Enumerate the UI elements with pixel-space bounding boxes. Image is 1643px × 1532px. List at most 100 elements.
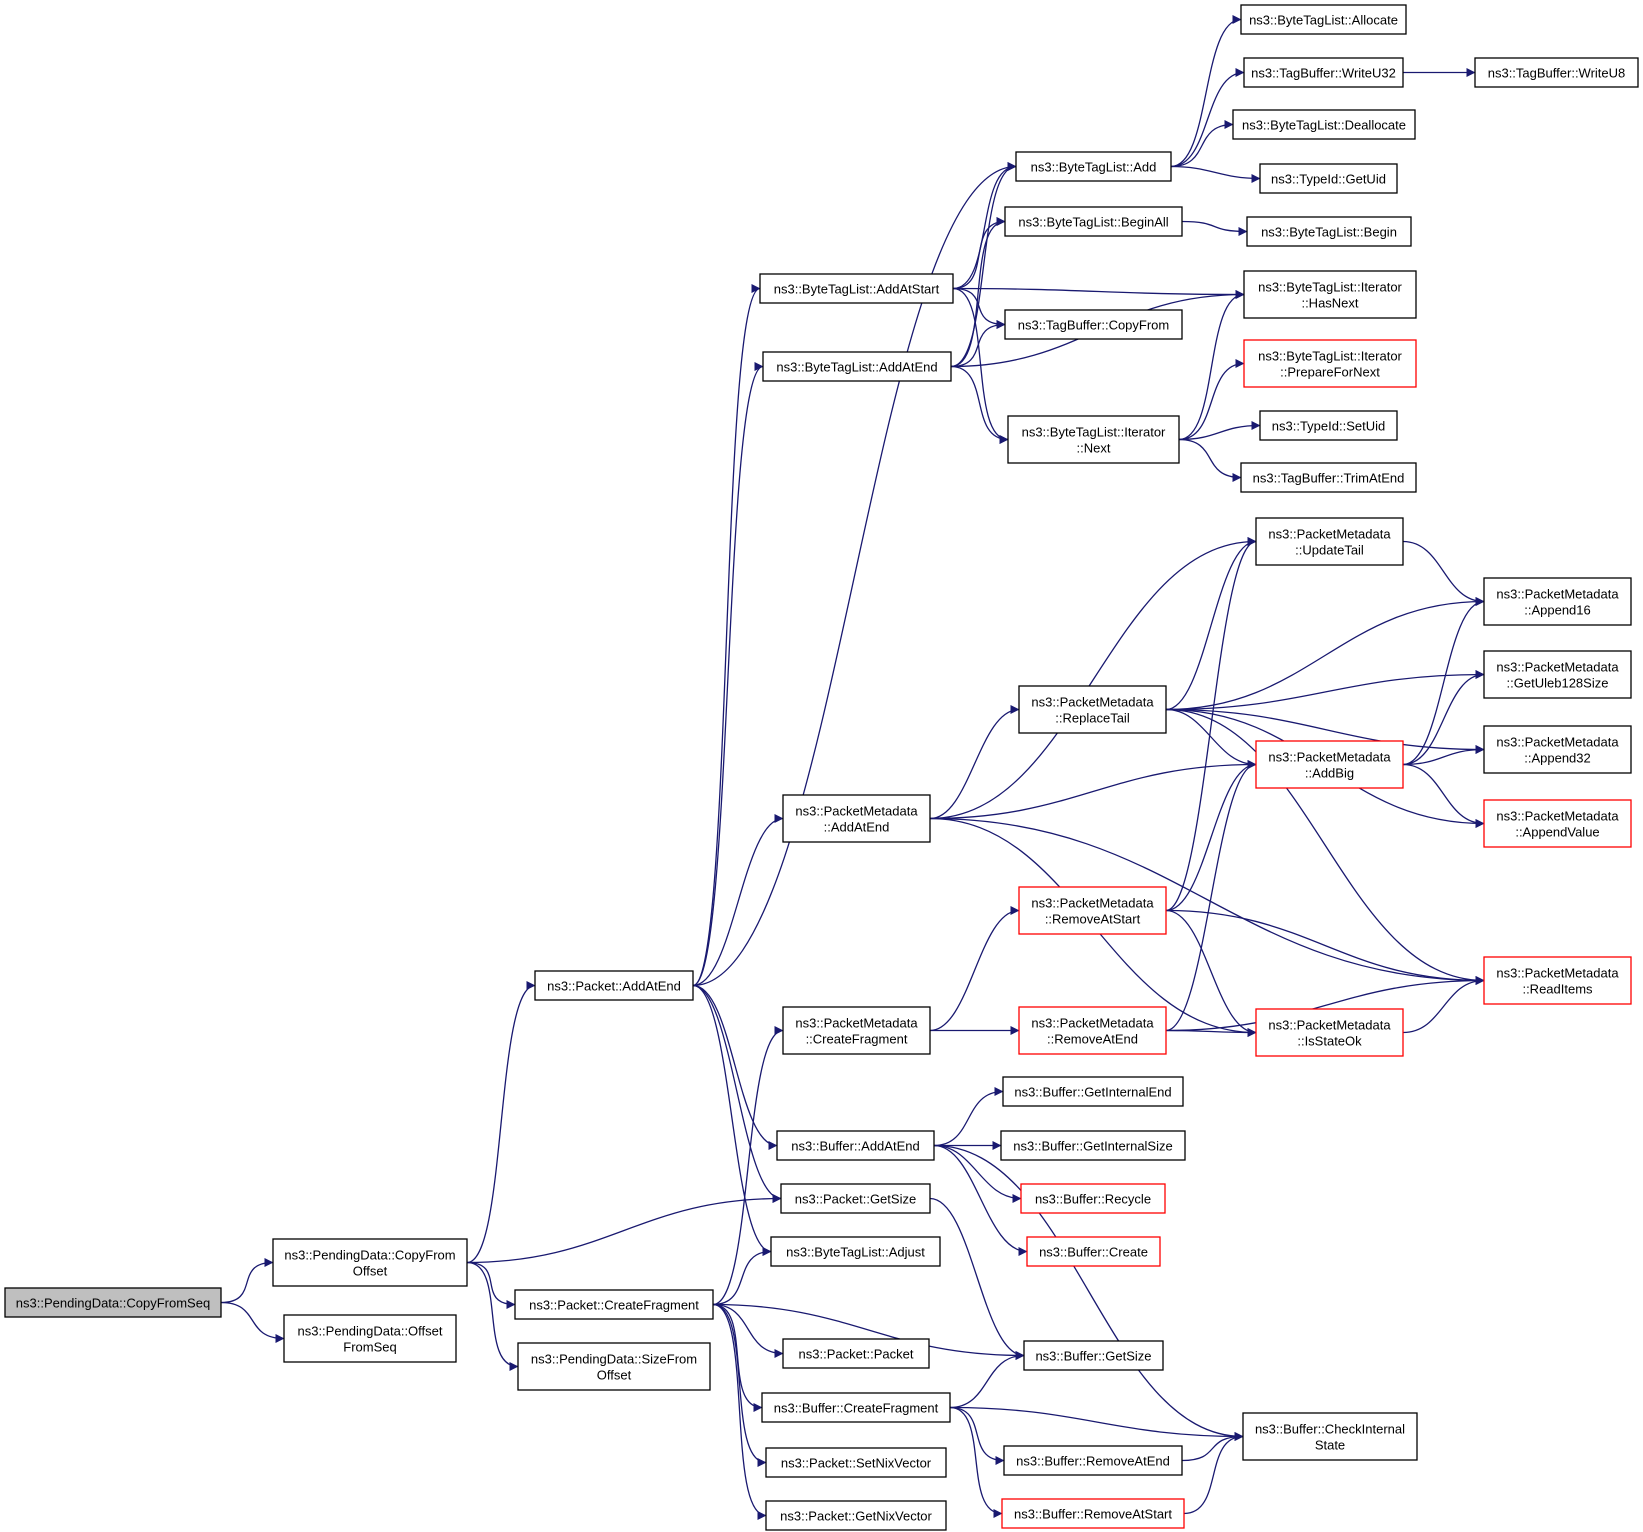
edge-copy-from-offset-to-pkt-get-size bbox=[466, 1194, 782, 1264]
node-label: ns3::PacketMetadata bbox=[1496, 809, 1619, 824]
node-btl-add-at-start[interactable]: ns3::ByteTagList::AddAtStart bbox=[759, 273, 954, 304]
node-label: ns3::PendingData::Offset bbox=[297, 1324, 442, 1339]
node-type-id-get-uid[interactable]: ns3::TypeId::GetUid bbox=[1259, 163, 1398, 194]
node-pm-update-tail[interactable]: ns3::PacketMetadata::UpdateTail bbox=[1255, 517, 1404, 566]
node-pm-read-items[interactable]: ns3::PacketMetadata::ReadItems bbox=[1483, 956, 1632, 1005]
node-label: ns3::Buffer::AddAtEnd bbox=[791, 1139, 919, 1154]
node-label: ns3::PacketMetadata bbox=[1268, 1018, 1391, 1033]
edge-pm-add-big-to-pm-append16 bbox=[1402, 597, 1485, 766]
edge-buf-add-at-end-to-buf-recycle bbox=[933, 1144, 1022, 1203]
node-tb-trim-at-end[interactable]: ns3::TagBuffer::TrimAtEnd bbox=[1240, 462, 1417, 493]
node-pkt-create-fragment[interactable]: ns3::Packet::CreateFragment bbox=[514, 1289, 714, 1320]
edge-pm-add-at-end-to-pm-add-big bbox=[929, 760, 1257, 820]
edge-btl-add-at-start-to-btl-begin-all bbox=[952, 217, 1006, 290]
node-btl-begin-all[interactable]: ns3::ByteTagList::BeginAll bbox=[1004, 206, 1183, 237]
node-type-id-set-uid[interactable]: ns3::TypeId::SetUid bbox=[1259, 410, 1398, 441]
node-label: ns3::Packet::SetNixVector bbox=[781, 1456, 932, 1471]
edge-pm-remove-at-end-to-pm-add-big bbox=[1165, 760, 1257, 1032]
edge-pm-remove-at-end-to-pm-read-items bbox=[1165, 976, 1485, 1032]
node-label: ns3::PacketMetadata bbox=[1496, 966, 1619, 981]
node-pm-is-state-ok[interactable]: ns3::PacketMetadata::IsStateOk bbox=[1255, 1008, 1404, 1057]
node-label: ns3::ByteTagList::Iterator bbox=[1258, 349, 1402, 364]
node-pkt-get-nix[interactable]: ns3::Packet::GetNixVector bbox=[765, 1500, 947, 1531]
edge-btl-iter-next-to-type-id-set-uid bbox=[1178, 421, 1261, 441]
node-buf-create[interactable]: ns3::Buffer::Create bbox=[1026, 1236, 1161, 1267]
node-label: ns3::TagBuffer::WriteU8 bbox=[1488, 66, 1626, 81]
node-label: ns3::PacketMetadata bbox=[1031, 896, 1154, 911]
edge-btl-add-at-end-to-btl-iter-next bbox=[950, 365, 1009, 444]
node-pm-append16[interactable]: ns3::PacketMetadata::Append16 bbox=[1483, 577, 1632, 626]
edge-pkt-add-at-end-to-buf-add-at-end bbox=[692, 984, 778, 1150]
node-label: ns3::ByteTagList::AddAtStart bbox=[774, 282, 940, 297]
node-pkt-add-at-end[interactable]: ns3::Packet::AddAtEnd bbox=[534, 970, 694, 1001]
node-pm-add-big[interactable]: ns3::PacketMetadata::AddBig bbox=[1255, 740, 1404, 789]
node-pm-remove-at-end[interactable]: ns3::PacketMetadata::RemoveAtEnd bbox=[1018, 1006, 1167, 1055]
node-btl-allocate[interactable]: ns3::ByteTagList::Allocate bbox=[1240, 4, 1407, 35]
node-label: ::ReplaceTail bbox=[1055, 711, 1130, 726]
node-pm-add-at-end[interactable]: ns3::PacketMetadata::AddAtEnd bbox=[782, 794, 931, 843]
edge-copy-from-offset-to-size-from-offset bbox=[466, 1261, 519, 1371]
edge-btl-add-to-btl-allocate bbox=[1170, 15, 1242, 168]
node-label: ns3::PacketMetadata bbox=[1031, 1016, 1154, 1031]
node-pm-create-fragment[interactable]: ns3::PacketMetadata::CreateFragment bbox=[782, 1006, 931, 1055]
edge-pm-remove-at-start-to-pm-is-state-ok bbox=[1165, 909, 1257, 1037]
node-buf-add-at-end[interactable]: ns3::Buffer::AddAtEnd bbox=[776, 1130, 935, 1161]
node-label: ns3::PendingData::CopyFrom bbox=[284, 1248, 455, 1263]
node-pm-append-value[interactable]: ns3::PacketMetadata::AppendValue bbox=[1483, 799, 1632, 848]
node-buf-get-internal-size[interactable]: ns3::Buffer::GetInternalSize bbox=[1000, 1130, 1186, 1161]
node-label: ns3::Buffer::RemoveAtStart bbox=[1014, 1507, 1172, 1522]
node-buf-create-fragment[interactable]: ns3::Buffer::CreateFragment bbox=[761, 1392, 951, 1423]
node-label: ns3::Buffer::Create bbox=[1039, 1245, 1148, 1260]
node-tb-write-u8[interactable]: ns3::TagBuffer::WriteU8 bbox=[1474, 57, 1639, 88]
node-btl-iter-next[interactable]: ns3::ByteTagList::Iterator::Next bbox=[1007, 415, 1180, 464]
node-pkt-set-nix[interactable]: ns3::Packet::SetNixVector bbox=[765, 1447, 947, 1478]
node-copy-from-seq[interactable]: ns3::PendingData::CopyFromSeq bbox=[4, 1287, 222, 1318]
node-label: ns3::PacketMetadata bbox=[795, 1016, 918, 1031]
node-label: ::RemoveAtEnd bbox=[1047, 1032, 1138, 1047]
edge-btl-begin-all-to-btl-begin bbox=[1181, 220, 1248, 236]
node-buf-get-internal-end[interactable]: ns3::Buffer::GetInternalEnd bbox=[1002, 1076, 1184, 1107]
node-btl-iter-has-next[interactable]: ns3::ByteTagList::Iterator::HasNext bbox=[1243, 270, 1417, 319]
node-buf-remove-at-end[interactable]: ns3::Buffer::RemoveAtEnd bbox=[1003, 1445, 1183, 1476]
node-tb-write-u32[interactable]: ns3::TagBuffer::WriteU32 bbox=[1243, 57, 1404, 88]
edge-pkt-create-fragment-to-pkt-set-nix bbox=[712, 1303, 767, 1467]
node-btl-iter-prepare[interactable]: ns3::ByteTagList::Iterator::PrepareForNe… bbox=[1243, 339, 1417, 388]
node-btl-adjust[interactable]: ns3::ByteTagList::Adjust bbox=[770, 1236, 941, 1267]
node-buf-get-size[interactable]: ns3::Buffer::GetSize bbox=[1023, 1340, 1164, 1371]
edge-pkt-create-fragment-to-btl-adjust bbox=[712, 1247, 772, 1306]
node-pkt-get-size[interactable]: ns3::Packet::GetSize bbox=[780, 1183, 931, 1214]
node-btl-begin[interactable]: ns3::ByteTagList::Begin bbox=[1246, 216, 1412, 247]
node-label: ns3::PacketMetadata bbox=[1268, 750, 1391, 765]
edge-pm-replace-tail-to-pm-add-big bbox=[1165, 708, 1257, 769]
node-pm-get-uleb[interactable]: ns3::PacketMetadata::GetUleb128Size bbox=[1483, 650, 1632, 699]
node-pm-append32[interactable]: ns3::PacketMetadata::Append32 bbox=[1483, 725, 1632, 774]
node-btl-deallocate[interactable]: ns3::ByteTagList::Deallocate bbox=[1232, 109, 1416, 140]
edge-btl-iter-next-to-btl-iter-has-next bbox=[1178, 290, 1245, 441]
node-label: ns3::ByteTagList::Deallocate bbox=[1242, 118, 1406, 133]
node-btl-add[interactable]: ns3::ByteTagList::Add bbox=[1015, 151, 1172, 182]
node-btl-add-at-end[interactable]: ns3::ByteTagList::AddAtEnd bbox=[762, 351, 952, 382]
edge-btl-add-at-end-to-tb-copy-from bbox=[950, 320, 1006, 368]
node-label: ns3::TagBuffer::WriteU32 bbox=[1251, 66, 1396, 81]
edge-buf-add-at-end-to-buf-create bbox=[933, 1144, 1028, 1256]
node-label: ::AppendValue bbox=[1515, 825, 1599, 840]
node-buf-remove-at-start[interactable]: ns3::Buffer::RemoveAtStart bbox=[1001, 1498, 1185, 1529]
node-label: ns3::Buffer::GetInternalEnd bbox=[1014, 1085, 1171, 1100]
node-tb-copy-from[interactable]: ns3::TagBuffer::CopyFrom bbox=[1004, 309, 1183, 340]
edge-btl-add-at-start-to-btl-iter-has-next bbox=[952, 287, 1245, 299]
node-pm-replace-tail[interactable]: ns3::PacketMetadata::ReplaceTail bbox=[1018, 685, 1167, 734]
node-pm-remove-at-start[interactable]: ns3::PacketMetadata::RemoveAtStart bbox=[1018, 886, 1167, 935]
node-buf-recycle[interactable]: ns3::Buffer::Recycle bbox=[1020, 1183, 1166, 1214]
node-label: ::UpdateTail bbox=[1295, 543, 1364, 558]
node-label: ns3::Buffer::CheckInternal bbox=[1255, 1422, 1405, 1437]
node-label: ::IsStateOk bbox=[1297, 1034, 1362, 1049]
node-pkt-packet[interactable]: ns3::Packet::Packet bbox=[782, 1338, 930, 1369]
edge-pkt-create-fragment-to-pm-create-fragment bbox=[712, 1026, 784, 1306]
edge-btl-add-at-start-to-btl-add bbox=[952, 162, 1017, 290]
edge-pkt-create-fragment-to-buf-create-fragment bbox=[712, 1303, 763, 1412]
node-label: ns3::PacketMetadata bbox=[1268, 527, 1391, 542]
